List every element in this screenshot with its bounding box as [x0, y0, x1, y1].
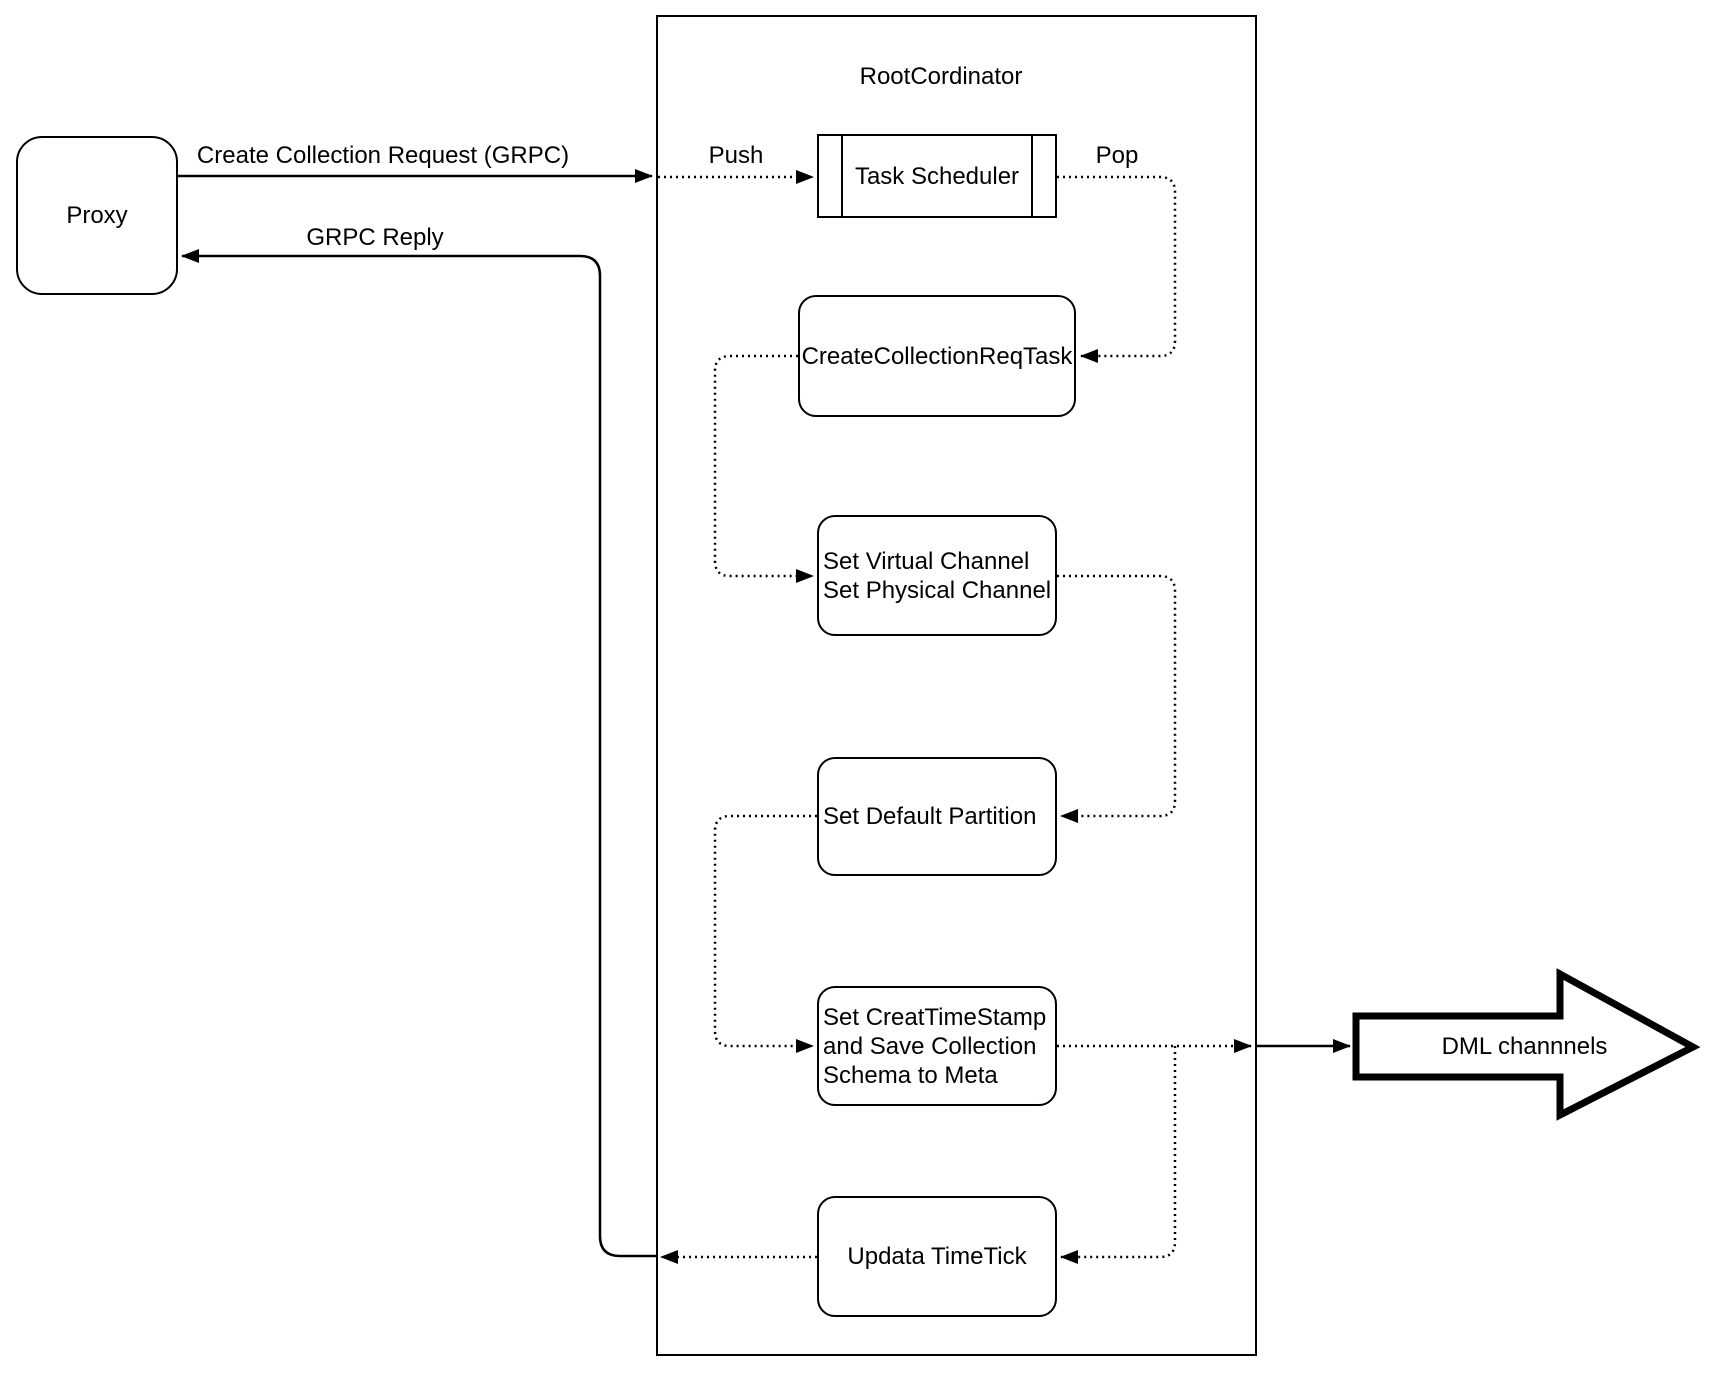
node-create-collection-req-task: CreateCollectionReqTask	[798, 295, 1076, 417]
edge-channels-to-partition	[1057, 574, 1177, 823]
node-update-timetick: Updata TimeTick	[817, 1196, 1057, 1317]
node-set-timestamp: Set CreatTimeStamp and Save Collection S…	[817, 986, 1057, 1106]
node-update-timetick-label: Updata TimeTick	[847, 1243, 1027, 1270]
root-coordinator-container	[656, 15, 1257, 1356]
node-set-channels-label: Set Virtual Channel Set Physical Channel	[823, 547, 1052, 604]
node-create-collection-req-task-label: CreateCollectionReqTask	[801, 342, 1073, 370]
label-pop: Pop	[1095, 142, 1139, 169]
node-set-default-partition-label: Set Default Partition	[823, 803, 1037, 830]
node-set-channels: Set Virtual Channel Set Physical Channel	[817, 515, 1057, 636]
node-set-timestamp-label: Set CreatTimeStamp and Save Collection S…	[823, 1003, 1047, 1089]
root-coordinator-title: RootCordinator	[859, 63, 1023, 90]
node-task-scheduler: Task Scheduler	[817, 134, 1057, 218]
edge-partition-to-timestamp	[713, 814, 817, 1053]
node-proxy-label: Proxy	[66, 202, 128, 229]
node-dml-channels-label: DML channnels	[1441, 1032, 1608, 1060]
node-proxy: Proxy	[16, 136, 178, 295]
label-grpc-reply: GRPC Reply	[306, 224, 444, 251]
edge-grpc-reply	[181, 249, 657, 1258]
node-set-default-partition: Set Default Partition	[817, 757, 1057, 876]
edge-pop	[1057, 175, 1177, 363]
task-scheduler-right-bar	[1031, 136, 1033, 216]
node-task-scheduler-label: Task Scheduler	[854, 162, 1020, 190]
label-push: Push	[708, 142, 764, 169]
edge-reqtask-to-channels	[713, 354, 814, 583]
task-scheduler-left-bar	[841, 136, 843, 216]
label-create-collection-request: Create Collection Request (GRPC)	[196, 142, 570, 169]
dml-channels-arrow-shape	[1352, 968, 1701, 1121]
